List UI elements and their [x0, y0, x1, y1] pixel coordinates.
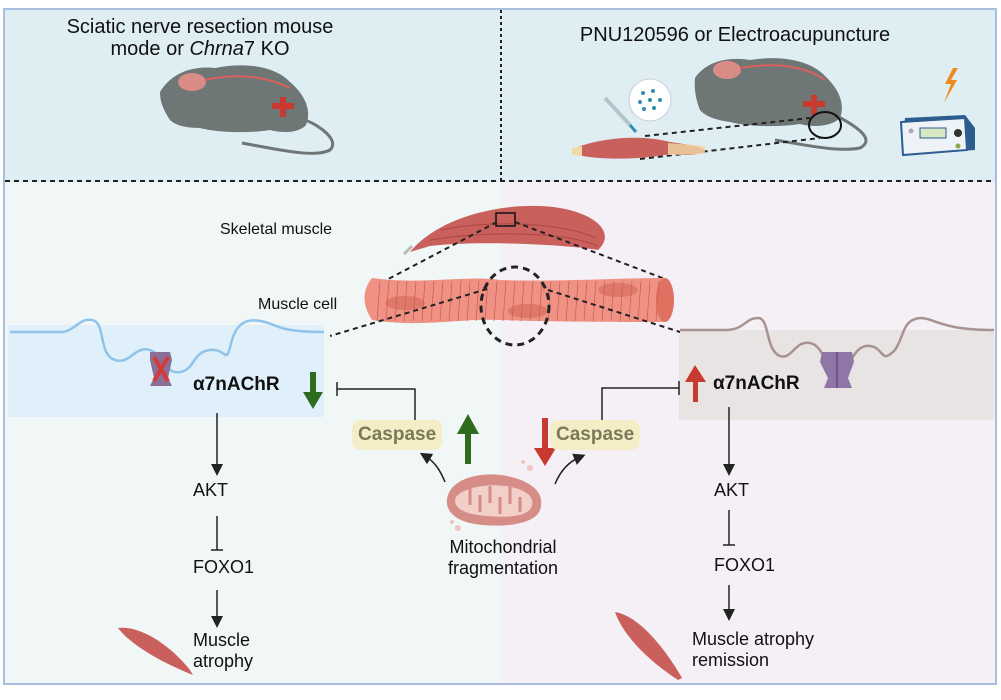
- striation-line: [565, 280, 570, 322]
- striation-line: [385, 280, 390, 322]
- outcome-left-line2: atrophy: [193, 651, 254, 671]
- arrow-mito-to-caspase-right: [554, 453, 586, 485]
- skeletal-muscle-label: Skeletal muscle: [220, 221, 333, 238]
- striation-line: [493, 280, 498, 322]
- striation-line: [619, 280, 624, 322]
- receptor-channel-icon: [820, 352, 854, 388]
- striation-line: [376, 280, 381, 322]
- muscle-fiber-icon: [364, 265, 674, 347]
- outcome-left-line1: Muscle: [193, 630, 251, 650]
- gene-name: Chrna: [189, 38, 244, 60]
- striation-line: [628, 280, 633, 322]
- arrow-mito-to-caspase-left: [419, 452, 446, 483]
- outcome-right-line1: Muscle atrophy: [692, 629, 815, 649]
- striation-line: [511, 280, 516, 322]
- mouse-icon-left: [160, 65, 334, 155]
- caspase-box-left: Caspase: [352, 420, 443, 450]
- lesion-cross-icon: [272, 97, 294, 117]
- striation-line: [484, 280, 489, 322]
- arrow-up-green-icon: [457, 414, 479, 464]
- panel-title-model-line2: mode or Chrna7 KO: [40, 38, 360, 60]
- hindlimb-muscle-icon: [572, 137, 705, 159]
- muscle-cell-label: Muscle cell: [258, 296, 338, 313]
- receptor-label-right: α7nAChR: [713, 373, 800, 394]
- striation-line: [412, 280, 417, 322]
- striation-line: [439, 280, 444, 322]
- muscle-remission-icon: [615, 612, 682, 680]
- mito-label-line2: fragmentation: [447, 558, 559, 578]
- mouse-icon-right: [694, 58, 868, 151]
- striation-line: [610, 280, 615, 322]
- outcome-label-left: Muscle atrophy: [193, 630, 253, 672]
- mito-label-line1: Mitochondrial: [449, 537, 557, 557]
- striation-line: [592, 280, 597, 322]
- lightning-icon: [944, 68, 958, 103]
- arrow-up-red-icon: [685, 365, 706, 402]
- akt-label-left: AKT: [193, 480, 229, 500]
- drug-molecules-icon: [628, 78, 672, 122]
- panel-title-model-line1: Sciatic nerve resection mouse: [66, 16, 334, 38]
- electrostimulator-icon: [899, 115, 975, 157]
- striation-line: [502, 280, 507, 322]
- striation-line: [601, 280, 606, 322]
- akt-label-right: AKT: [714, 480, 750, 500]
- foxo1-label-right: FOXO1: [714, 555, 776, 575]
- outcome-right-line2: remission: [692, 650, 770, 670]
- striation-line: [520, 280, 525, 322]
- outcome-label-right: Muscle atrophy remission: [692, 629, 814, 671]
- zoom-circle: [808, 111, 842, 139]
- striation-line: [457, 280, 462, 322]
- zoom-region-circle: [479, 265, 551, 347]
- foxo1-label-left: FOXO1: [193, 557, 255, 577]
- inhibit-caspase-to-receptor-left: [337, 388, 416, 428]
- title-prefix: mode or: [110, 38, 190, 60]
- striation-line: [430, 280, 435, 322]
- striation-line: [466, 280, 471, 322]
- striation-line: [475, 280, 480, 322]
- striation-line: [448, 280, 453, 322]
- panel-title-model: Sciatic nerve resection mouse mode or Ch…: [40, 16, 360, 60]
- striation-line: [646, 280, 651, 322]
- muscle-atrophy-icon: [118, 627, 193, 675]
- panel-title-treatment: PNU120596 or Electroacupuncture: [579, 24, 891, 46]
- striation-line: [574, 280, 579, 322]
- receptor-label-left: α7nAChR: [193, 374, 280, 395]
- syringe-icon: [603, 96, 638, 133]
- striation-line: [556, 280, 561, 322]
- striation-line: [529, 280, 534, 322]
- striation-line: [394, 280, 399, 322]
- receptor-channel-blocked-icon: [150, 352, 172, 386]
- striation-line: [538, 280, 543, 322]
- striation-line: [655, 280, 660, 322]
- skeletal-muscle-icon: [402, 205, 605, 256]
- arrow-down-red-icon: [534, 418, 556, 466]
- striation-line: [637, 280, 642, 322]
- striation-line: [547, 280, 552, 322]
- striation-line: [403, 280, 408, 322]
- title-suffix: 7 KO: [243, 38, 290, 60]
- mitochondrial-fragmentation-label: Mitochondrial fragmentation: [433, 537, 573, 579]
- inhibit-caspase-to-receptor-right: [601, 387, 679, 428]
- striation-line: [421, 280, 426, 322]
- caspase-box-right: Caspase: [550, 420, 641, 450]
- mitochondrion-icon: [446, 460, 542, 531]
- cell-membrane-left: [10, 318, 325, 374]
- arrow-down-green-icon: [303, 372, 323, 409]
